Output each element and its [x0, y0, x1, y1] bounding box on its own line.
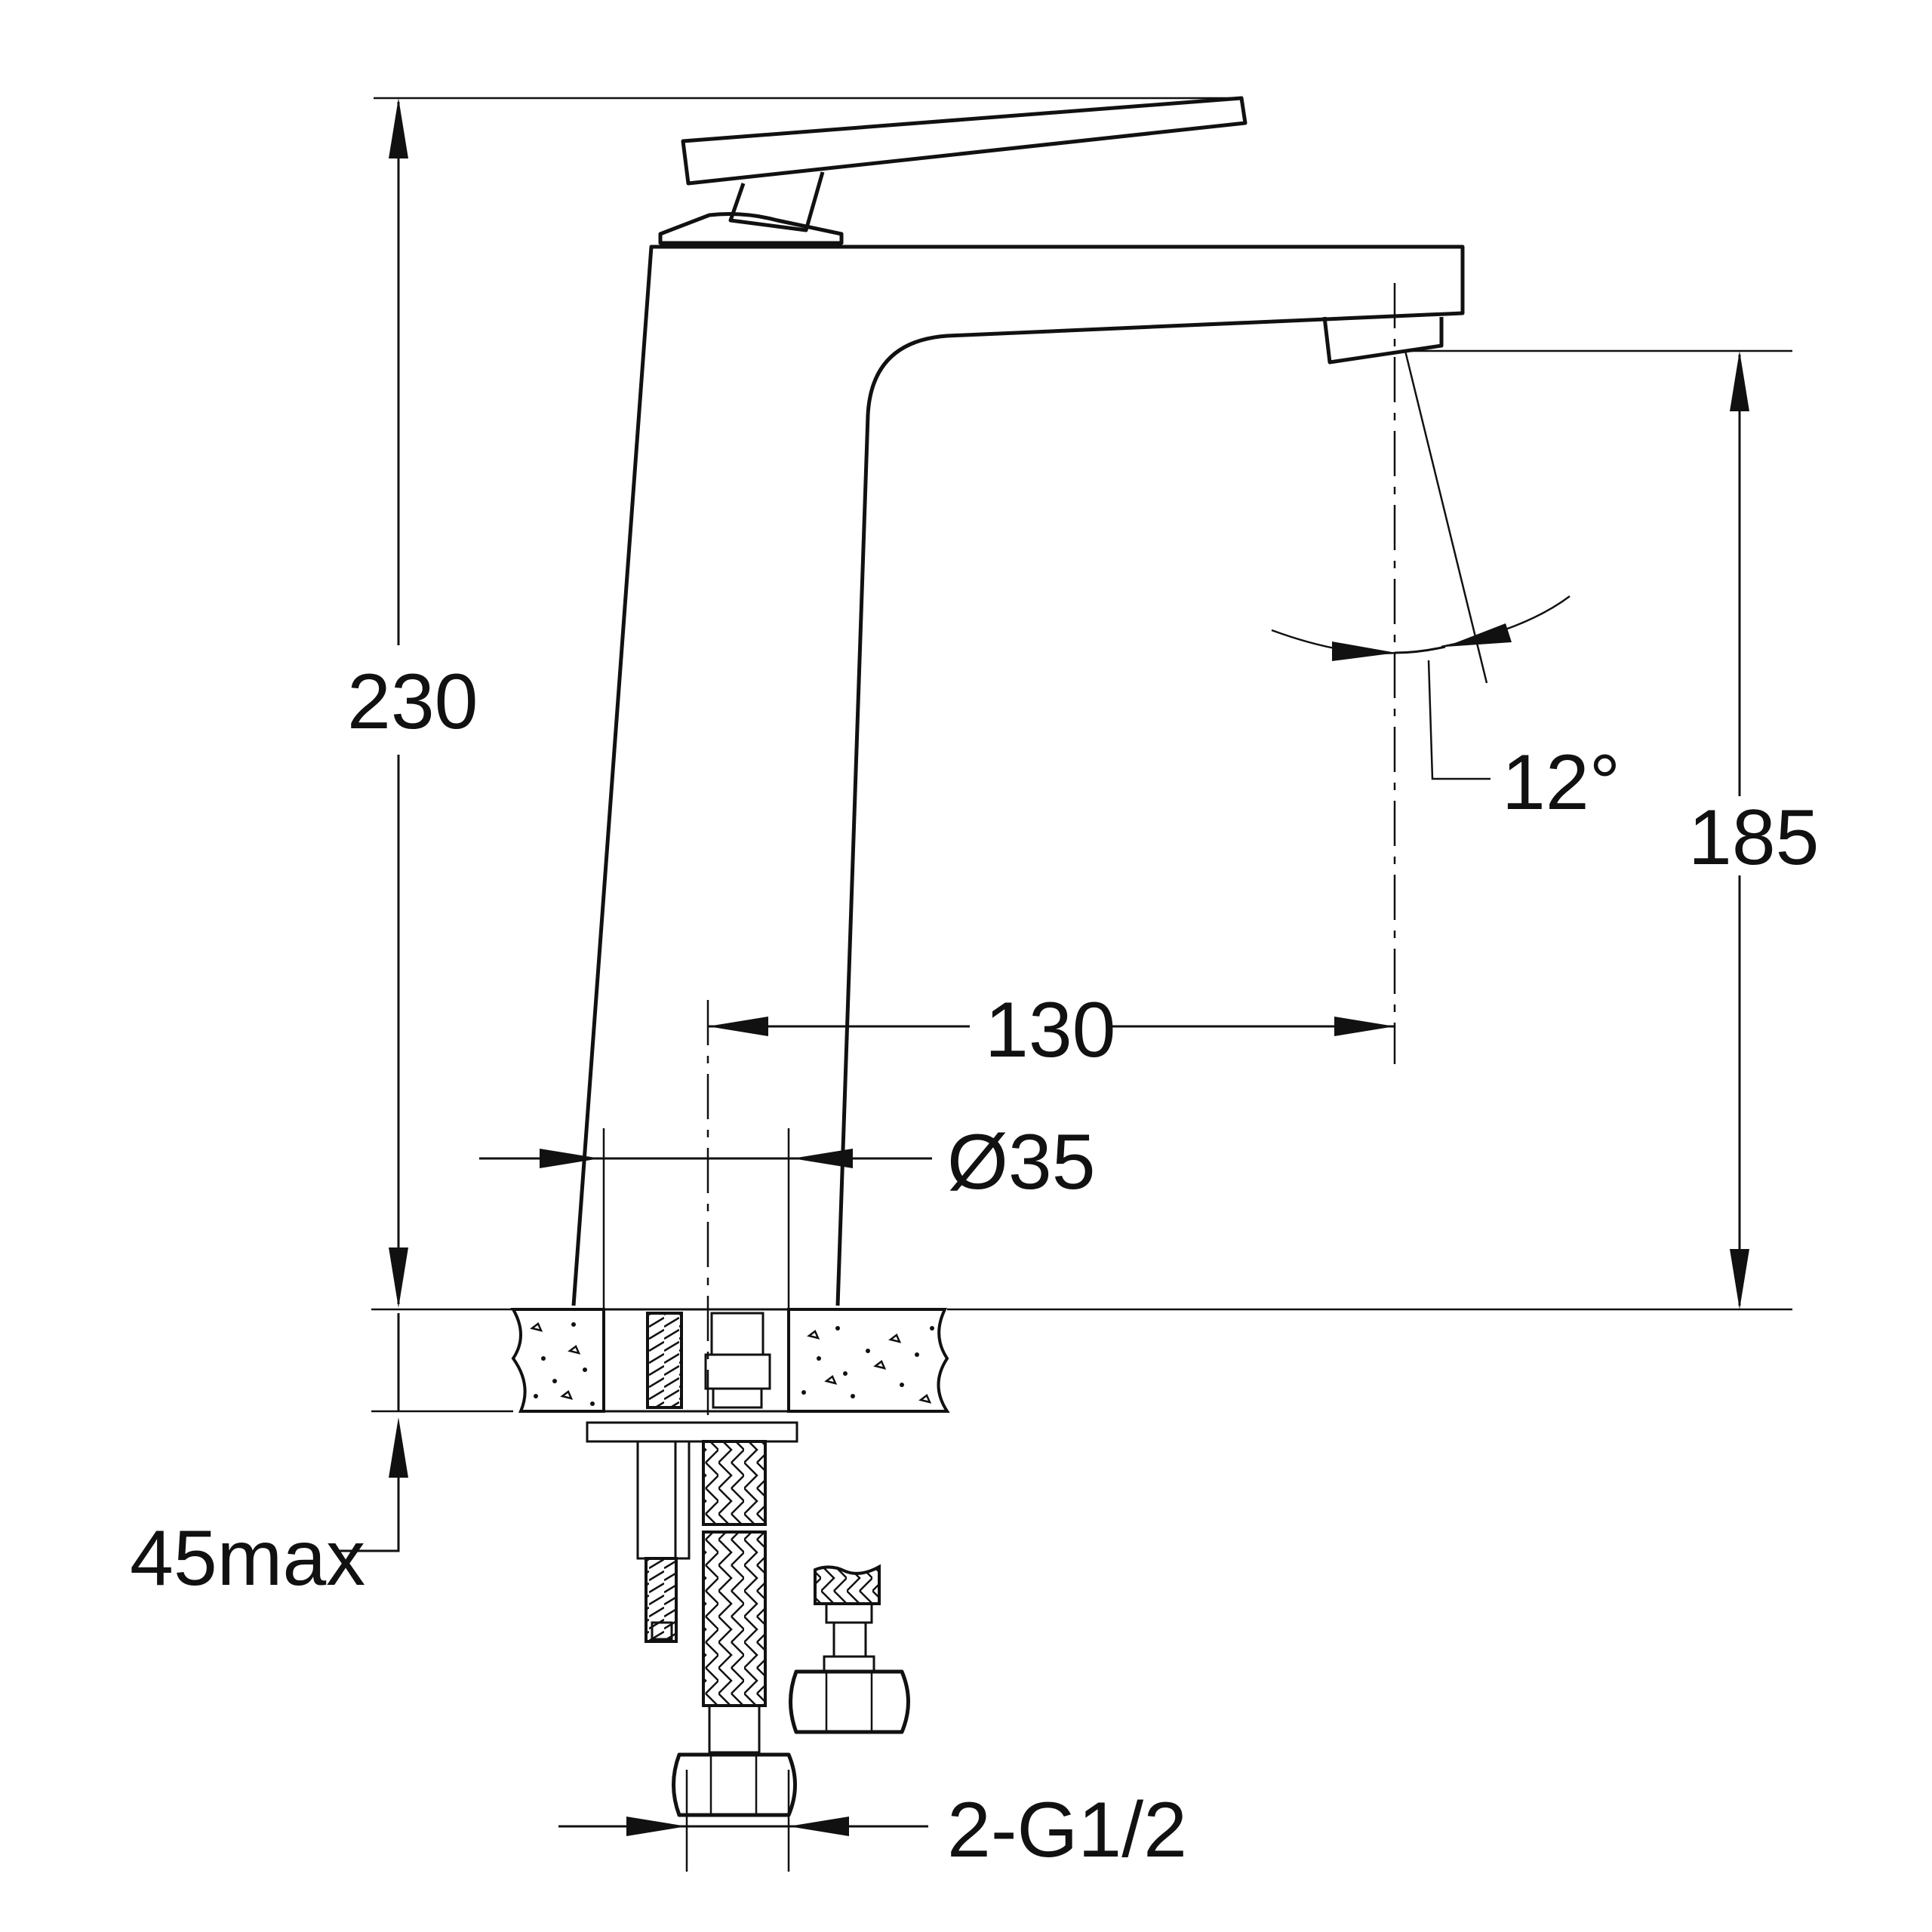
- dimension-base-diameter: Ø35: [479, 1118, 1096, 1206]
- reference-lines: [371, 97, 1792, 1872]
- label-connections: 2-G1/2: [947, 1786, 1187, 1874]
- label-base-diameter: Ø35: [947, 1118, 1096, 1206]
- dimension-spout-angle: 12°: [1271, 595, 1620, 826]
- label-spout-height: 185: [1688, 794, 1820, 881]
- braided-hose-left: [672, 1440, 797, 1817]
- label-reach: 130: [985, 986, 1116, 1074]
- dimension-total-height: 230: [347, 98, 478, 1308]
- mounting-hardware: [586, 1312, 798, 1643]
- countertop-section: [510, 1308, 950, 1413]
- braided-hose-right: [789, 1564, 910, 1734]
- faucet-body: [571, 245, 1465, 1306]
- dimension-counter-thickness: 45max: [130, 1313, 408, 1602]
- dimension-connections: 2-G1/2: [558, 1786, 1187, 1874]
- dimension-spout-height: 185: [1688, 351, 1820, 1309]
- label-spout-angle: 12°: [1502, 739, 1620, 826]
- label-total-height: 230: [347, 658, 478, 746]
- faucet-lever-handle: [658, 96, 1247, 245]
- dimension-reach: 130: [708, 986, 1395, 1074]
- label-counter-thickness: 45max: [130, 1515, 365, 1602]
